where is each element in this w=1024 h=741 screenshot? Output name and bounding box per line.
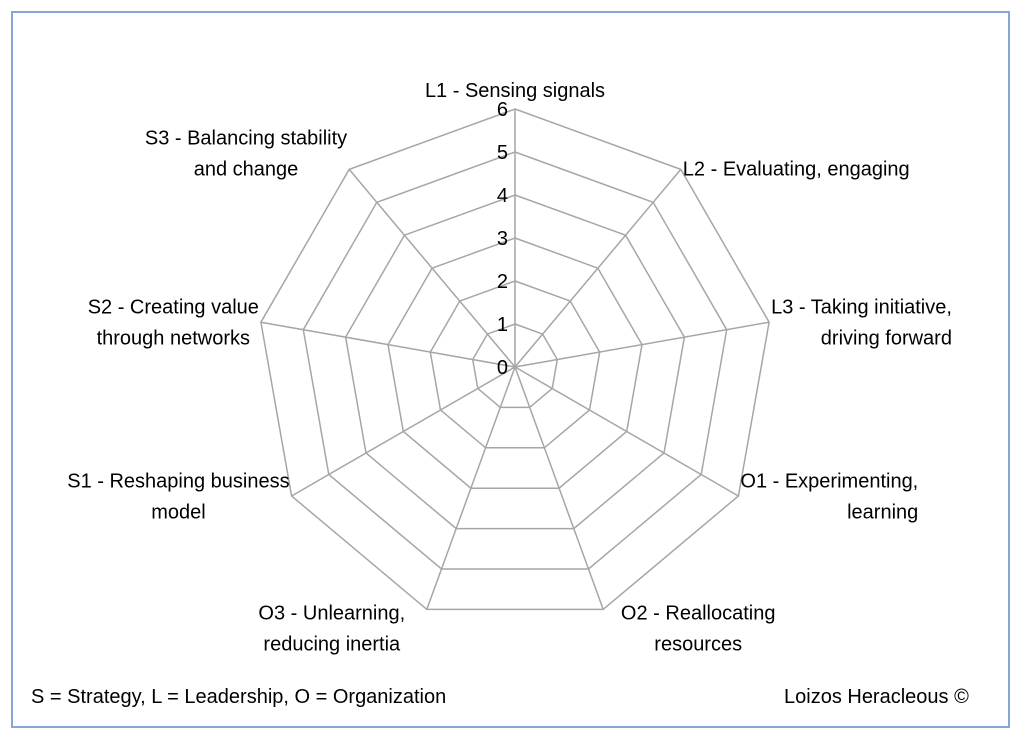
- spoke-9: [348, 168, 516, 368]
- grid-ring-4: [344, 194, 686, 530]
- axis-label-3: L3 - Taking initiative, driving forward: [771, 297, 952, 350]
- spoke-4: [514, 366, 739, 497]
- axis-label-3-line-1: L3 - Taking initiative,: [771, 297, 952, 319]
- grid-ring-5: [302, 151, 728, 570]
- axis-label-6-line-2: reducing inertia: [263, 633, 401, 655]
- axis-label-7-line-2: model: [151, 502, 205, 524]
- axis-label-9-line-1: S3 - Balancing stability: [145, 127, 347, 149]
- axis-label-1: L1 - Sensing signals: [425, 80, 605, 102]
- axis-label-6: O3 - Unlearning, reducing inertia: [258, 602, 405, 655]
- axis-label-9-line-2: and change: [194, 158, 299, 180]
- tick-label-3: 3: [497, 228, 508, 250]
- axis-label-8: S2 - Creating value through networks: [88, 297, 259, 350]
- grid-ring-2: [429, 280, 601, 449]
- grid-ring-1: [471, 323, 559, 409]
- axis-label-6-line-1: O3 - Unlearning,: [258, 602, 405, 624]
- tick-label-1: 1: [497, 314, 508, 336]
- axis-label-4-line-2: learning: [847, 502, 918, 524]
- axis-label-2: L2 - Evaluating, engaging: [683, 158, 910, 180]
- axis-label-8-line-2: through networks: [97, 328, 250, 350]
- axis-label-5-line-2: resources: [654, 633, 742, 655]
- axis-label-2-line-1: L2 - Evaluating, engaging: [683, 158, 910, 180]
- axis-label-5: O2 - Reallocating resources: [621, 602, 776, 655]
- axis-label-8-line-1: S2 - Creating value: [88, 297, 259, 319]
- axis-label-4: O1 - Experimenting, learning: [740, 471, 918, 524]
- axis-label-9: S3 - Balancing stability and change: [145, 127, 347, 180]
- axis-label-1-line-1: L1 - Sensing signals: [425, 80, 605, 102]
- tick-label-4: 4: [497, 185, 508, 207]
- tick-label-0: 0: [497, 357, 508, 379]
- grid-ring-6: [260, 108, 770, 611]
- tick-label-5: 5: [497, 142, 508, 164]
- spoke-3: [514, 321, 770, 368]
- spoke-5: [514, 366, 604, 610]
- legend-note: S = Strategy, L = Leadership, O = Organi…: [31, 686, 447, 708]
- copyright-notice: Loizos Heracleous ©: [784, 686, 969, 708]
- axis-label-4-line-1: O1 - Experimenting,: [740, 471, 918, 493]
- axis-label-7: S1 - Reshaping business model: [67, 471, 289, 524]
- axis-label-3-line-2: driving forward: [821, 328, 952, 350]
- axis-label-5-line-1: O2 - Reallocating: [621, 602, 776, 624]
- tick-label-2: 2: [497, 271, 508, 293]
- axis-label-7-line-1: S1 - Reshaping business: [67, 471, 289, 493]
- spoke-2: [514, 168, 682, 368]
- grid-ring-3: [387, 237, 643, 489]
- tick-label-6: 6: [497, 99, 508, 121]
- spoke-6: [426, 366, 516, 610]
- spoke-7: [291, 366, 516, 497]
- spoke-8: [260, 321, 516, 368]
